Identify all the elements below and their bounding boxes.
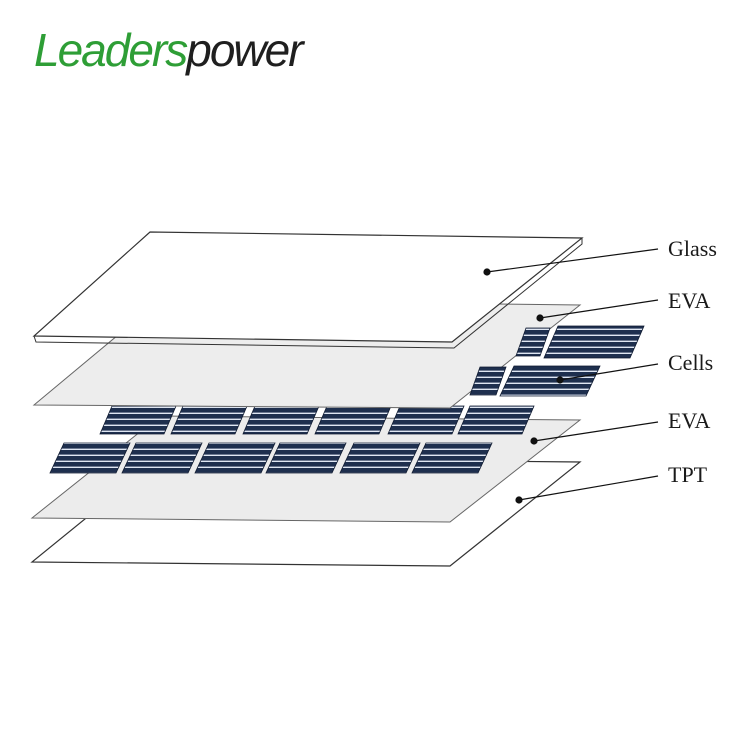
solar-cell bbox=[242, 405, 320, 435]
glass-edge bbox=[33, 238, 583, 349]
solar-cells-grid bbox=[49, 405, 535, 474]
solar-cell bbox=[99, 405, 177, 435]
solar-cell bbox=[265, 442, 347, 474]
solar-cell bbox=[314, 405, 392, 435]
eva-top-leader-dot bbox=[536, 314, 544, 322]
eva-bottom-leader-dot bbox=[530, 437, 538, 445]
solar-cell bbox=[499, 365, 601, 397]
eva-top-leader-line bbox=[539, 299, 659, 319]
layer-label-glass: Glass bbox=[668, 236, 717, 261]
brand-logo-part1: Leaders bbox=[34, 24, 188, 76]
solar-cell bbox=[469, 366, 507, 396]
glass-leader-dot bbox=[483, 268, 491, 276]
solar-cells-peek bbox=[469, 325, 645, 397]
solar-cell bbox=[121, 442, 203, 474]
solar-cell bbox=[543, 325, 645, 359]
leader-lines bbox=[483, 248, 659, 504]
solar-cell bbox=[49, 442, 131, 474]
glass-leader-line bbox=[486, 248, 659, 273]
layer-label-tpt: TPT bbox=[668, 462, 708, 487]
cells-leader-line bbox=[559, 363, 659, 381]
layer-label-eva-bottom: EVA bbox=[668, 408, 710, 433]
solar-cell bbox=[170, 405, 248, 435]
brand-logo-part2: power bbox=[186, 24, 303, 76]
solar-cell bbox=[194, 442, 276, 474]
cells-leader-dot bbox=[556, 376, 564, 384]
layer-label-eva-top: EVA bbox=[668, 288, 710, 313]
eva-bottom-leader-line bbox=[533, 421, 659, 442]
solar-cell bbox=[339, 442, 421, 474]
solar-cell bbox=[411, 442, 493, 474]
solar-cell bbox=[515, 327, 551, 357]
layer-label-cells: Cells bbox=[668, 350, 713, 375]
solar-cell bbox=[387, 405, 465, 435]
tpt-leader-line bbox=[518, 475, 659, 501]
brand-logo: Leaderspower bbox=[34, 22, 304, 78]
solar-cell bbox=[457, 405, 535, 435]
tpt-leader-dot bbox=[515, 496, 523, 504]
